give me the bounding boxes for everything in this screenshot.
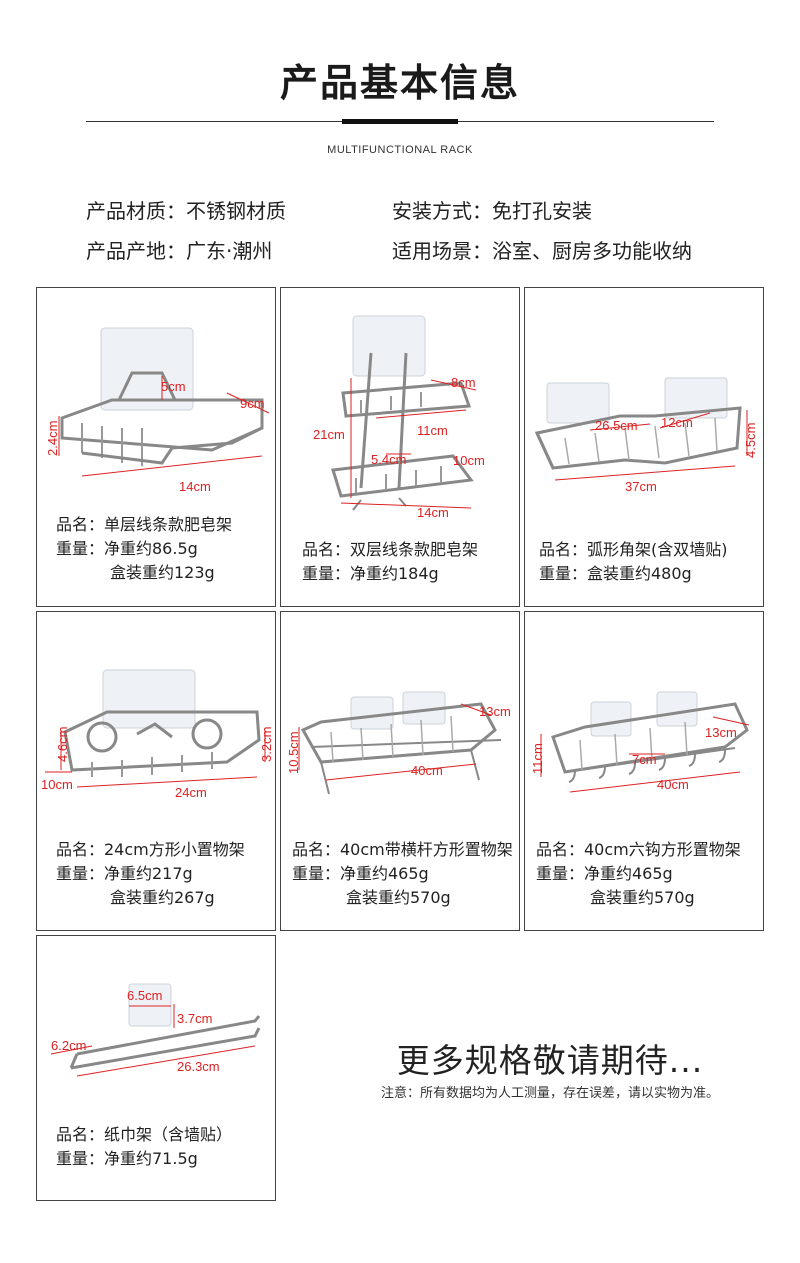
dim-bottom-width: 14cm: [417, 505, 449, 520]
page-title: 产品基本信息: [279, 61, 520, 105]
dim-height: 11cm: [530, 743, 545, 774]
spec-value: 浴室、厨房多功能收纳: [492, 239, 692, 263]
six-hook-rack-illustration: 13cm 11cm 7cm 40cm: [530, 691, 750, 793]
dim-width: 37cm: [625, 479, 657, 494]
product-name: 品名：单层线条款肥皂架: [56, 515, 233, 534]
dim-width: 40cm: [657, 777, 689, 792]
spec-label: 产品材质：: [86, 199, 186, 223]
product-card-soap-rack-single: 5cm 9cm 2.4cm 14cm 品名：单层线条款肥皂架 重量：净重约86.…: [36, 287, 276, 607]
spec-label: 安装方式：: [392, 199, 492, 223]
product-card-small-rack-24cm: 4.6cm 3.2cm 10cm 24cm 品名：24cm方形小置物架 重量：净…: [36, 611, 276, 931]
spec-material: 产品材质：不锈钢材质: [86, 195, 286, 224]
product-card-soap-rack-double: 8cm 21cm 11cm 5.4cm 10cm 14cm 品名：双层线条款肥皂…: [280, 287, 520, 607]
dim-left-height: 4.6cm: [55, 727, 70, 762]
spec-value: 不锈钢材质: [186, 199, 286, 223]
dim-hook-gap: 7cm: [632, 752, 657, 767]
dim-depth: 10cm: [41, 777, 73, 792]
soap-rack-single-illustration: 5cm 9cm 2.4cm 14cm: [45, 327, 270, 494]
dim-height: 5cm: [161, 379, 186, 394]
dim-bar-width: 26.3cm: [177, 1059, 220, 1074]
spec-install: 安装方式：免打孔安装: [392, 195, 592, 224]
product-weight: 重量：净重约465g: [536, 864, 673, 883]
dim-inner-width: 26.5cm: [595, 418, 638, 433]
dim-width: 14cm: [179, 479, 211, 494]
dim-mount-depth: 3.7cm: [177, 1011, 212, 1026]
product-weight: 重量：净重约86.5g: [56, 539, 198, 558]
product-weight: 重量：净重约71.5g: [56, 1149, 198, 1168]
product-box-weight: 盒装重约570g: [590, 888, 695, 907]
product-name: 品名：24cm方形小置物架: [56, 840, 245, 859]
soap-rack-double-illustration: 8cm 21cm 11cm 5.4cm 10cm 14cm: [313, 315, 485, 520]
product-card-towel-holder: 6.5cm 3.7cm 6.2cm 26.3cm 品名：纸巾架（含墙贴） 重量：…: [36, 935, 276, 1201]
measurement-note: 注意：所有数据均为人工测量，存在误差，请以实物为准。: [380, 1086, 719, 1101]
product-card-rack-with-bar: 13cm 10.5cm 40cm 品名：40cm带横杆方形置物架 重量：净重约4…: [280, 611, 520, 931]
dim-width: 40cm: [411, 763, 443, 778]
dim-bar-depth: 6.2cm: [51, 1038, 86, 1053]
dim-layer-gap: 5.4cm: [371, 452, 406, 467]
page-subtitle: MULTIFUNCTIONAL RACK: [327, 144, 473, 156]
spec-value: 广东·潮州: [186, 239, 273, 263]
spec-label: 适用场景：: [392, 239, 492, 263]
dim-right-height: 3.2cm: [259, 727, 274, 762]
product-box-weight: 盒装重约123g: [110, 563, 215, 582]
dim-depth: 13cm: [479, 704, 511, 719]
dim-side: 2.4cm: [45, 421, 60, 456]
product-name: 品名：纸巾架（含墙贴）: [56, 1125, 233, 1144]
product-card-corner-rack: 26.5cm 12cm 4.5cm 37cm 品名：弧形角架(含双墙贴) 重量：…: [524, 287, 764, 607]
product-weight: 重量：净重约217g: [56, 864, 193, 883]
product-weight: 重量：盒装重约480g: [539, 564, 692, 583]
product-name: 品名：40cm带横杆方形置物架: [292, 840, 513, 859]
product-weight: 重量：净重约465g: [292, 864, 429, 883]
more-specs-coming: 更多规格敬请期待...: [396, 1041, 704, 1080]
dim-mount-width: 6.5cm: [127, 988, 162, 1003]
dim-depth: 13cm: [705, 725, 737, 740]
product-name: 品名：双层线条款肥皂架: [302, 540, 479, 559]
dim-total-height: 21cm: [313, 427, 345, 442]
corner-rack-illustration: 26.5cm 12cm 4.5cm 37cm: [534, 377, 758, 494]
title-divider-accent: [342, 119, 458, 124]
towel-holder-illustration: 6.5cm 3.7cm 6.2cm 26.3cm: [50, 983, 261, 1077]
spec-value: 免打孔安装: [492, 199, 592, 223]
dim-depth: 9cm: [240, 396, 265, 411]
product-box-weight: 盒装重约570g: [346, 888, 451, 907]
spec-usage: 适用场景：浴室、厨房多功能收纳: [392, 235, 692, 264]
rack-with-bar-illustration: 13cm 10.5cm 40cm: [286, 691, 511, 795]
spec-label: 产品产地：: [86, 239, 186, 263]
dim-height: 10.5cm: [286, 731, 301, 774]
dim-width: 24cm: [175, 785, 207, 800]
product-name: 品名：40cm六钩方形置物架: [536, 840, 741, 859]
product-box-weight: 盒装重约267g: [110, 888, 215, 907]
dim-bottom-depth: 10cm: [453, 453, 485, 468]
dim-top-width: 11cm: [417, 423, 448, 438]
product-name: 品名：弧形角架(含双墙贴): [539, 540, 728, 559]
product-card-six-hook-rack: 13cm 11cm 7cm 40cm 品名：40cm六钩方形置物架 重量：净重约…: [524, 611, 764, 931]
small-rack-illustration: 4.6cm 3.2cm 10cm 24cm: [41, 669, 274, 800]
dim-arc-depth: 12cm: [661, 415, 693, 430]
dim-top-depth: 8cm: [451, 375, 476, 390]
product-weight: 重量：净重约184g: [302, 564, 439, 583]
spec-origin: 产品产地：广东·潮州: [86, 235, 272, 264]
dim-height: 4.5cm: [743, 423, 758, 458]
